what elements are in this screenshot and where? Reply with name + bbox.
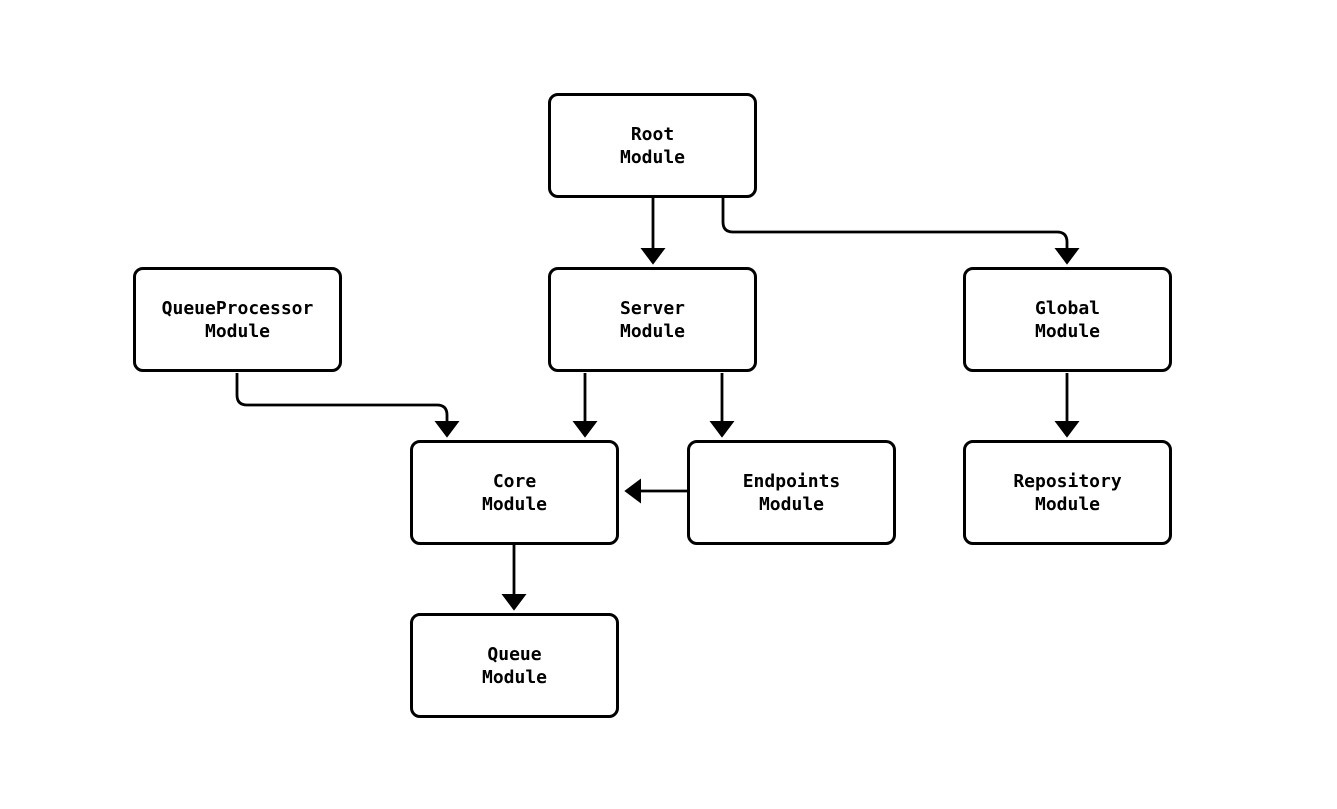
node-server-module: Server Module bbox=[548, 267, 757, 372]
node-repository-module: Repository Module bbox=[963, 440, 1172, 545]
node-queue-module: Queue Module bbox=[410, 613, 619, 718]
node-global-module: Global Module bbox=[963, 267, 1172, 372]
edge-root-to-global bbox=[721, 198, 1080, 265]
edge-queueprocessor-to-core bbox=[235, 373, 460, 438]
node-root-module: Root Module bbox=[548, 93, 757, 198]
node-queueprocessor-module: QueueProcessor Module bbox=[133, 267, 342, 372]
node-endpoints-module: Endpoints Module bbox=[687, 440, 896, 545]
node-core-module: Core Module bbox=[410, 440, 619, 545]
